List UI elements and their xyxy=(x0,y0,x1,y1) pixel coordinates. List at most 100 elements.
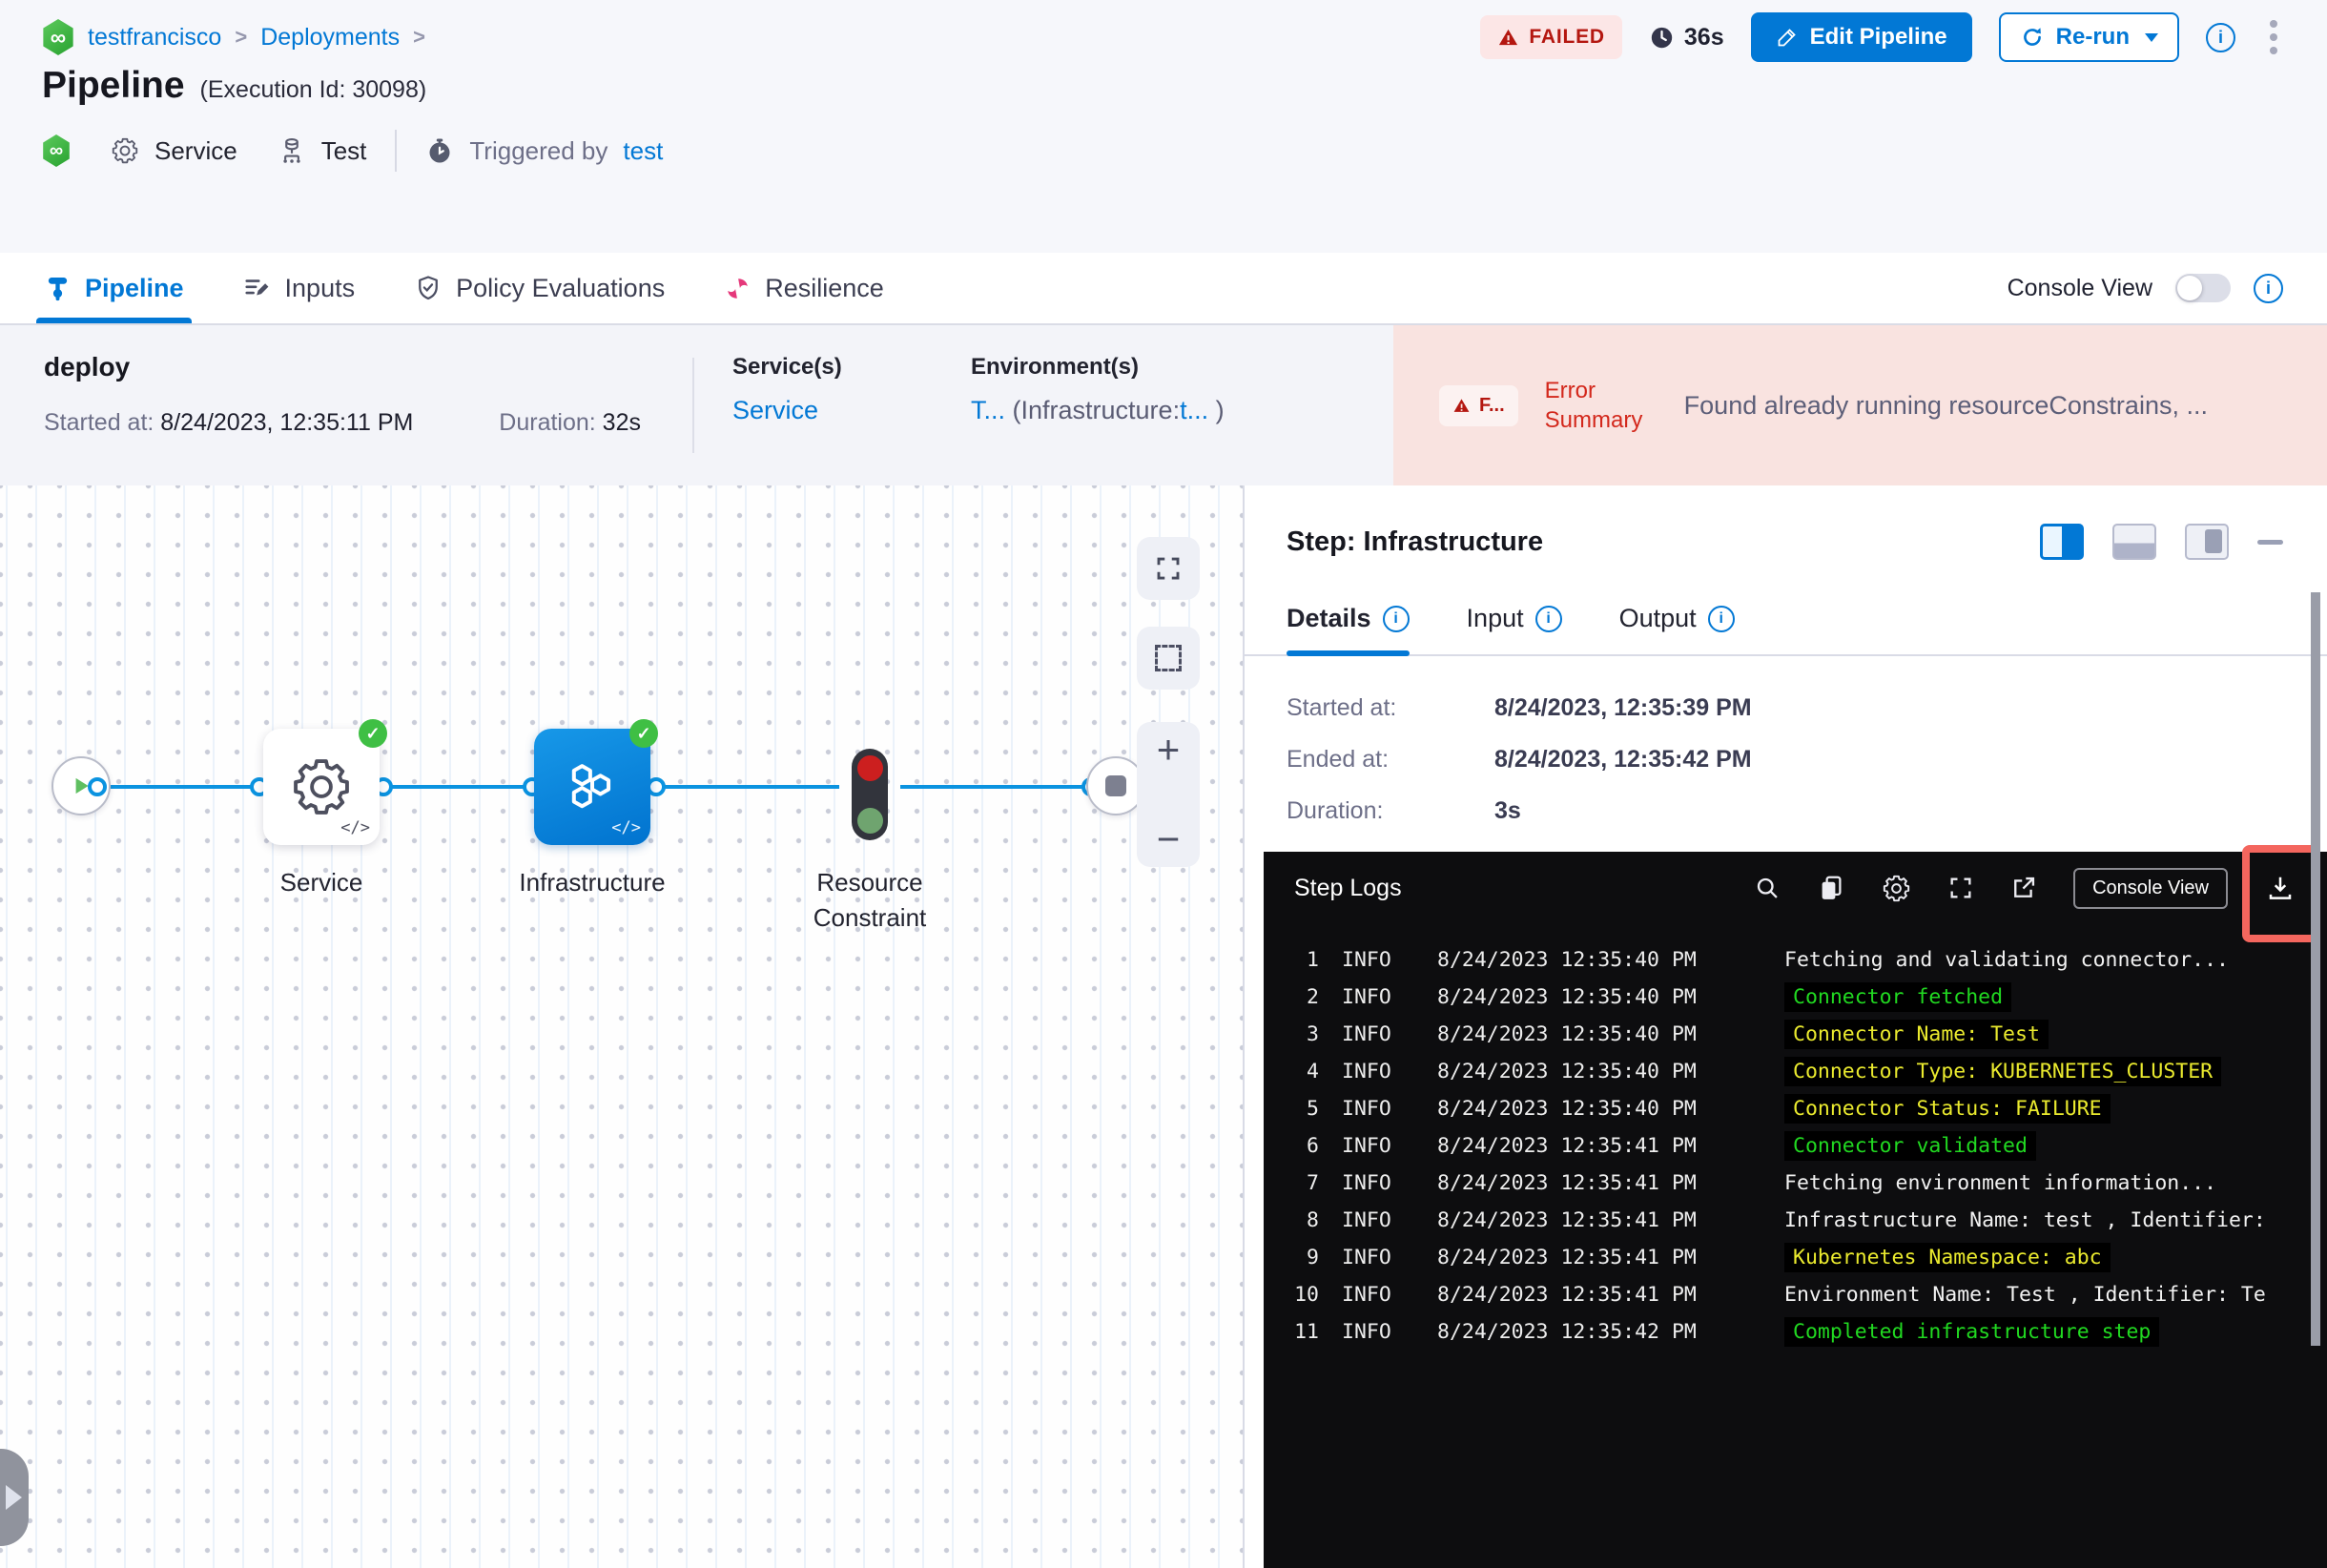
environment-icon xyxy=(283,137,300,163)
harness-cd-icon: ∞ xyxy=(43,134,70,167)
rerun-info-icon[interactable] xyxy=(2206,22,2235,52)
service-link[interactable]: Service xyxy=(732,396,819,424)
tab-pipeline[interactable]: Pipeline xyxy=(36,253,192,323)
error-chip: F... xyxy=(1439,384,1518,426)
breadcrumb: ∞ testfrancisco > Deployments > xyxy=(42,19,425,55)
edit-pipeline-button[interactable]: Edit Pipeline xyxy=(1750,12,1972,62)
divider xyxy=(692,358,694,453)
stage-name: deploy xyxy=(44,352,131,382)
layout-horizontal-split-icon[interactable] xyxy=(2112,524,2156,560)
rerun-button[interactable]: Re-run xyxy=(1998,12,2179,62)
edge-line xyxy=(382,785,531,789)
breadcrumb-org-link[interactable]: testfrancisco xyxy=(88,23,222,51)
tab-inputs[interactable]: Inputs xyxy=(243,253,355,323)
tab-output[interactable]: Output xyxy=(1619,604,1735,654)
divider xyxy=(395,130,398,172)
service-meta-label: Service xyxy=(154,135,237,165)
services-label: Service(s) xyxy=(732,354,842,380)
detail-value: 8/24/2023, 12:35:39 PM xyxy=(1494,694,1752,721)
status-badge: FAILED xyxy=(1480,15,1622,59)
node-label-resource-constraint: Resource Constraint xyxy=(813,868,927,932)
node-service[interactable]: ✓ </> xyxy=(263,719,387,845)
execution-id: (Execution Id: 30098) xyxy=(199,76,427,103)
stopwatch-icon xyxy=(429,138,450,163)
page-header: ∞ testfrancisco > Deployments > FAILED 3… xyxy=(0,0,2327,253)
zoom-out-button[interactable]: − xyxy=(1156,816,1181,861)
console-view-info-icon[interactable] xyxy=(2254,273,2283,303)
console-view-button[interactable]: Console View xyxy=(2073,867,2228,909)
step-details-panel: Step: Infrastructure Details Input Outpu… xyxy=(1243,485,2327,1568)
triggered-by-user-link[interactable]: test xyxy=(623,135,664,165)
environments-label: Environment(s) xyxy=(971,354,1140,380)
external-link-icon[interactable] xyxy=(2010,875,2037,901)
step-detail-rows: Started at: 8/24/2023, 12:35:39 PM Ended… xyxy=(1245,656,2327,825)
log-settings-gear-icon[interactable] xyxy=(1882,874,1911,903)
resilience-icon xyxy=(728,278,748,299)
chevron-down-icon xyxy=(2145,32,2158,42)
refresh-icon xyxy=(2023,28,2041,46)
layout-floating-panel-icon[interactable] xyxy=(2185,524,2229,560)
download-logs-icon[interactable] xyxy=(2266,874,2295,902)
inputs-icon xyxy=(244,279,268,296)
expand-logs-icon[interactable] xyxy=(1947,875,1974,901)
end-node[interactable] xyxy=(1086,756,1145,815)
node-resource-constraint[interactable] xyxy=(852,749,888,840)
success-check-badge: ✓ xyxy=(629,719,658,748)
code-glyph: </> xyxy=(611,818,641,837)
code-glyph: </> xyxy=(340,818,370,837)
detail-label: Ended at: xyxy=(1287,746,1390,773)
canvas-select-button[interactable] xyxy=(1137,627,1200,690)
marquee-select-icon xyxy=(1155,645,1182,671)
breadcrumb-deployments-link[interactable]: Deployments xyxy=(260,23,401,51)
previous-stage-chevron[interactable] xyxy=(0,1449,29,1546)
harness-cd-icon: ∞ xyxy=(43,19,73,55)
node-label-service: Service xyxy=(279,868,363,897)
error-summary-label: Error Summary xyxy=(1544,378,1643,433)
console-view-toggle[interactable] xyxy=(2175,274,2231,302)
copy-icon[interactable] xyxy=(1817,874,1845,902)
stop-square-icon xyxy=(1105,775,1126,796)
detail-value: 3s xyxy=(1494,797,1521,824)
node-label-infrastructure: Infrastructure xyxy=(519,868,666,897)
error-summary-region: F... Error Summary Found already running… xyxy=(1393,325,2327,485)
execution-tabbar: Pipeline Inputs Policy Evaluations Resil… xyxy=(0,253,2327,325)
pipeline-canvas[interactable]: ✓ </> ✓ </> Service Infrastructure Resou… xyxy=(0,485,1243,1568)
layout-vertical-split-icon[interactable] xyxy=(2040,524,2084,560)
step-logs-title: Step Logs xyxy=(1294,874,1402,901)
output-info-icon[interactable] xyxy=(1707,605,1735,632)
detail-label: Duration: xyxy=(1287,797,1384,824)
panel-scrollbar[interactable] xyxy=(2311,592,2320,1346)
more-options-menu[interactable] xyxy=(2262,16,2285,58)
step-logs-header: Step Logs Console View xyxy=(1264,845,2327,942)
tab-input[interactable]: Input xyxy=(1467,604,1562,654)
shield-check-icon xyxy=(419,276,438,300)
edge-line xyxy=(900,785,1091,789)
tab-resilience[interactable]: Resilience xyxy=(724,253,884,323)
traffic-light-green xyxy=(856,808,883,834)
fullscreen-icon xyxy=(1157,557,1180,580)
tab-policy-evaluations[interactable]: Policy Evaluations xyxy=(414,253,665,323)
search-icon[interactable] xyxy=(1754,875,1781,901)
environment-link[interactable]: T... (Infrastructure:t... ) xyxy=(971,396,1225,424)
canvas-fullscreen-button[interactable] xyxy=(1137,537,1200,600)
warning-triangle-icon xyxy=(1499,29,1518,45)
gear-icon xyxy=(294,759,349,815)
tab-details[interactable]: Details xyxy=(1287,604,1410,656)
console-view-label: Console View xyxy=(2007,274,2152,301)
step-panel-tabs: Details Input Output xyxy=(1245,604,2327,656)
zoom-in-button[interactable]: + xyxy=(1156,727,1181,772)
minimize-panel-icon[interactable] xyxy=(2257,539,2283,545)
input-info-icon[interactable] xyxy=(1534,605,1562,632)
node-infrastructure[interactable]: ✓ </> xyxy=(534,719,658,845)
hexagons-icon xyxy=(571,764,611,809)
page-title: Pipeline xyxy=(42,65,185,106)
details-info-icon[interactable] xyxy=(1382,605,1410,632)
